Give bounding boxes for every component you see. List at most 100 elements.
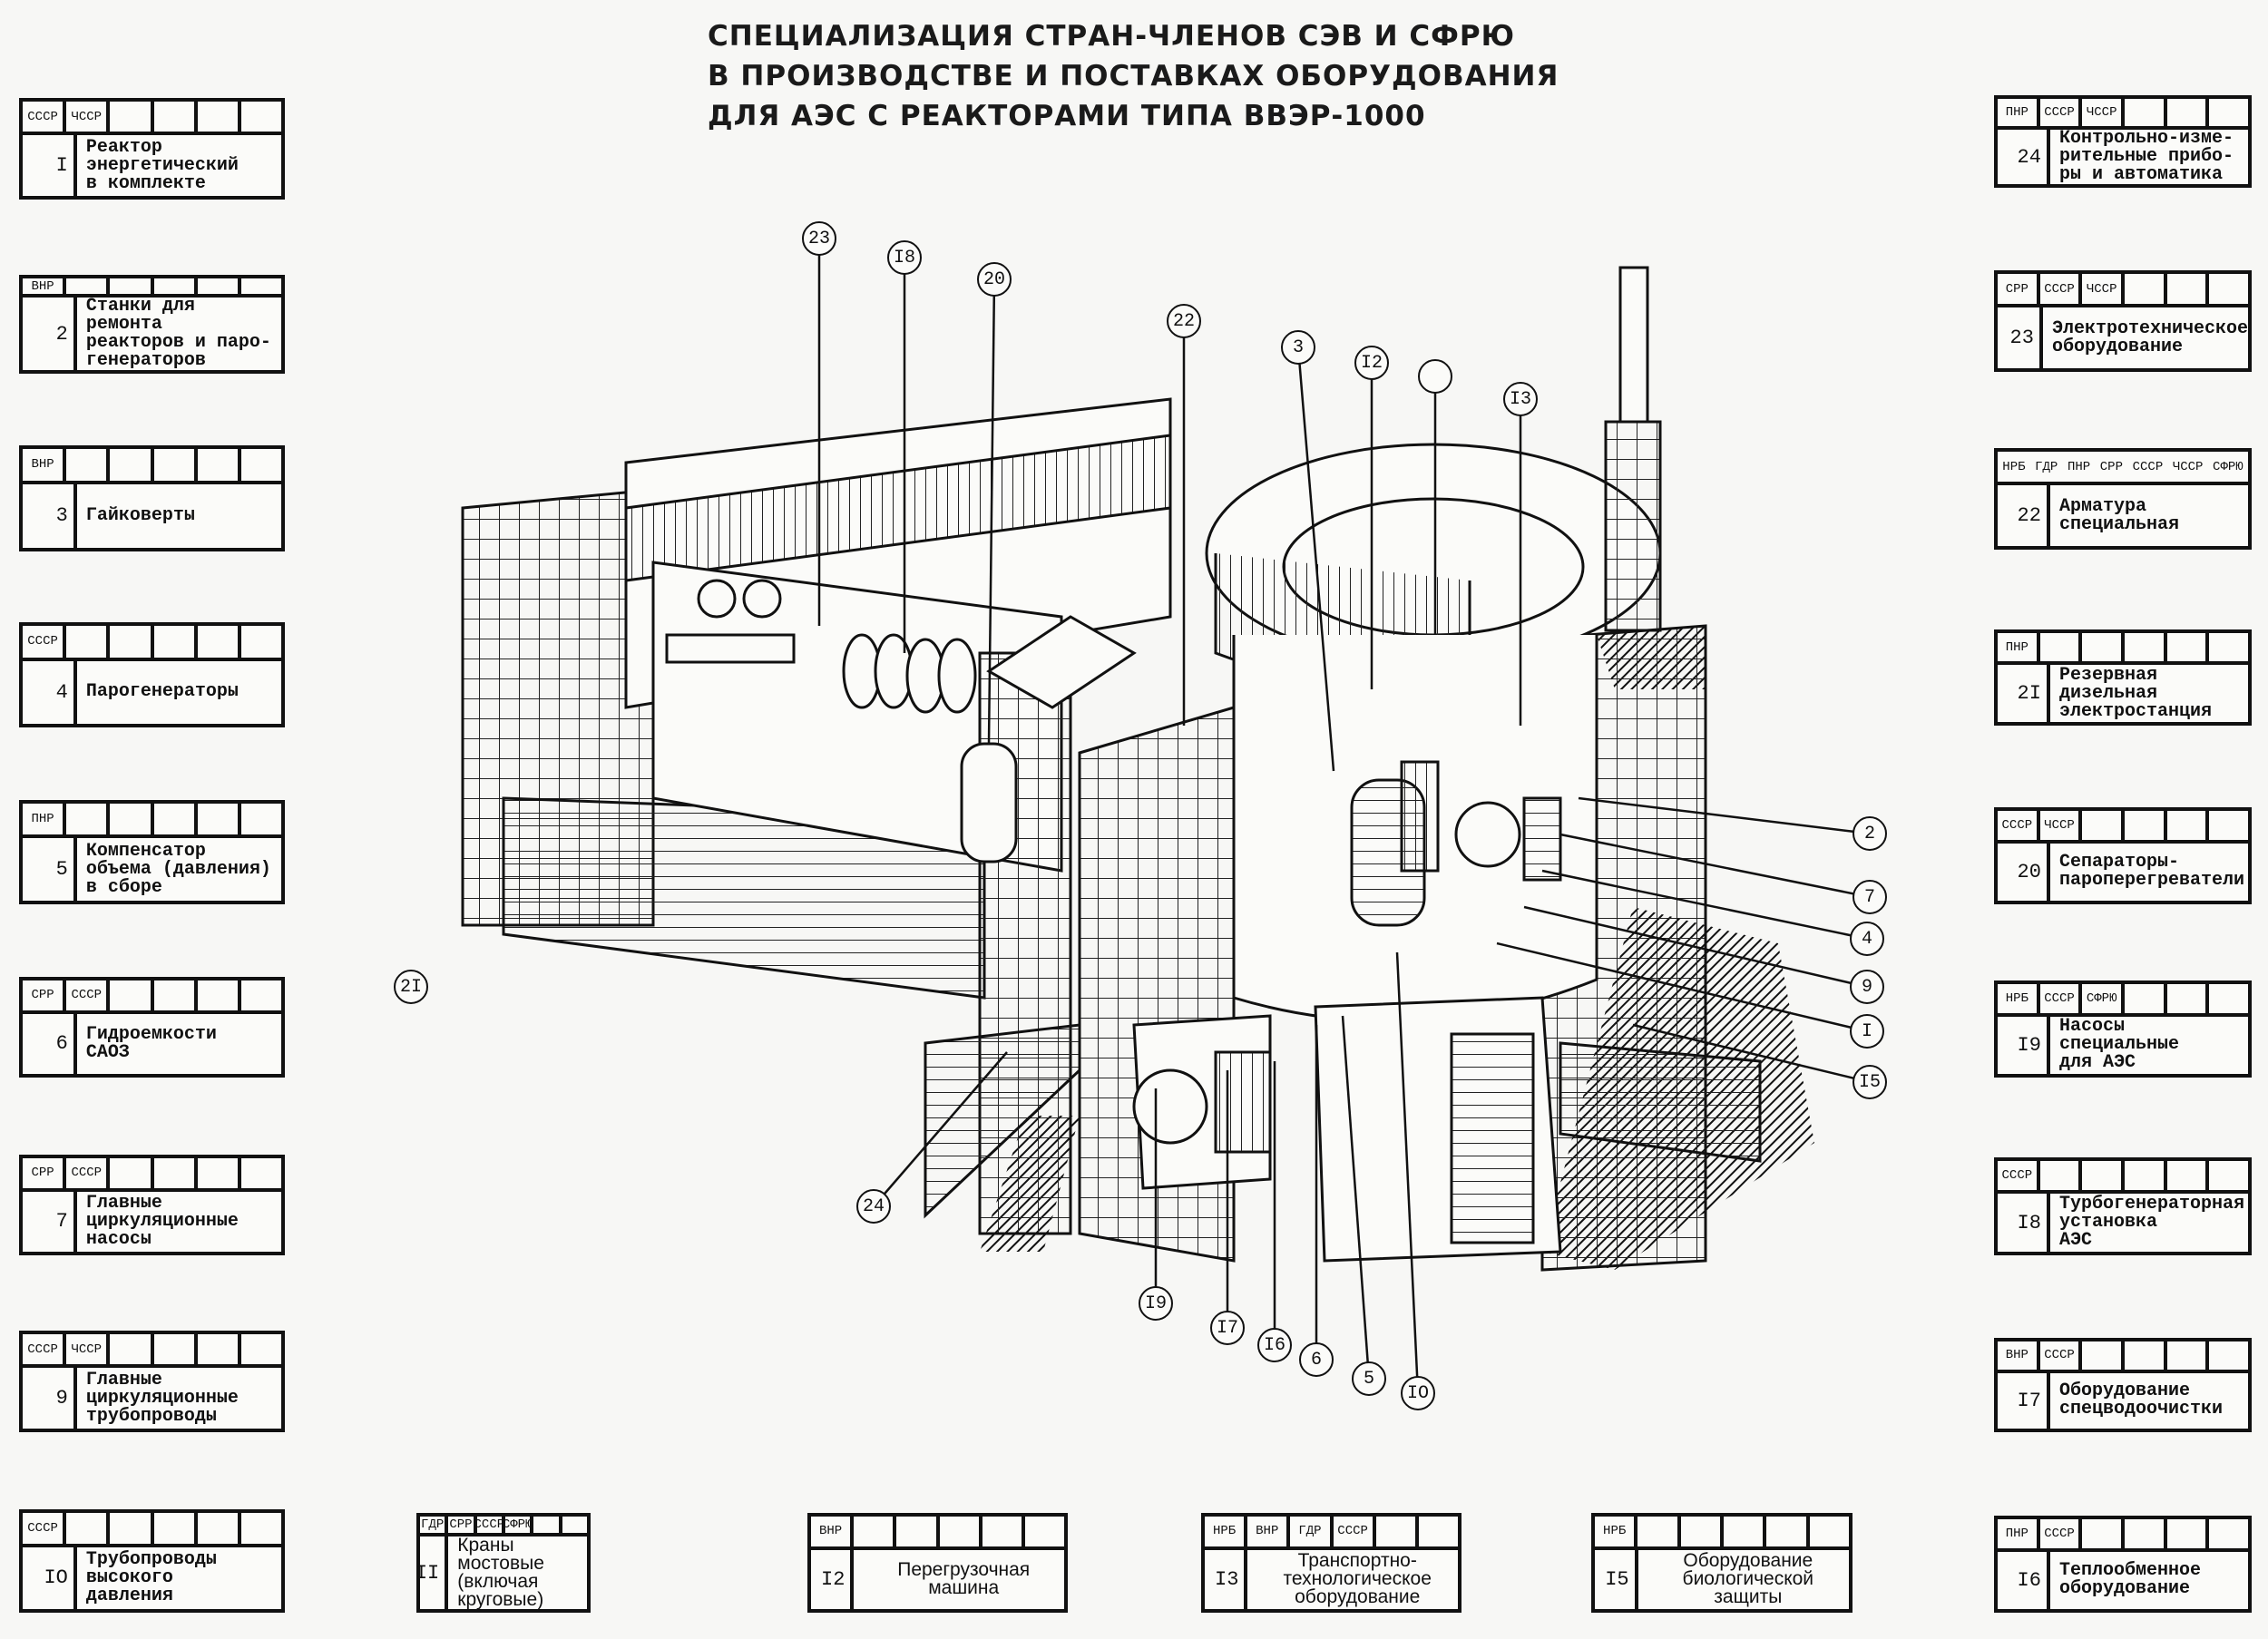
supplier-country-cell — [241, 278, 281, 294]
equipment-number: 20 — [1998, 843, 2050, 901]
description-line: Теплообменное — [2058, 1560, 2201, 1582]
description-line: Главные — [85, 1369, 162, 1390]
supplier-country-cell — [2125, 1519, 2167, 1548]
supplier-countries-row: НРБ — [1595, 1517, 1849, 1550]
leader-line — [1523, 905, 1868, 989]
supplier-country-cell: СССР — [2132, 459, 2164, 474]
supplier-country-cell: СССР — [1998, 1161, 2040, 1190]
callout-leader-lines — [817, 239, 1871, 1394]
supplier-countries-row: СССР — [23, 1513, 281, 1547]
supplier-country-cell — [2167, 984, 2210, 1013]
equipment-number: 6 — [23, 1013, 77, 1074]
leader-line — [1496, 941, 1868, 1033]
equipment-description: Сепараторы-пароперегреватели — [2050, 844, 2248, 901]
supplier-country-cell — [154, 626, 198, 658]
supplier-country-cell — [198, 1513, 241, 1544]
supplier-country-cell: ЧССР — [2040, 811, 2083, 840]
supplier-country-cell — [2209, 1161, 2248, 1190]
supplier-country-cell: ПНР — [1998, 99, 2040, 126]
callout-marker: 6 — [1299, 1342, 1334, 1377]
supplier-country-cell — [2167, 274, 2210, 305]
supplier-country-cell: СССР — [2040, 274, 2083, 305]
description-line: реакторов и паро- — [85, 332, 271, 353]
supplier-country-cell — [2167, 99, 2210, 126]
supplier-country-cell — [198, 449, 241, 481]
description-line: Перегрузочная — [897, 1559, 1031, 1581]
supplier-country-cell: ЧССР — [66, 102, 111, 132]
supplier-country-cell — [110, 1158, 154, 1188]
supplier-countries-row: ВНР — [23, 449, 281, 484]
leader-line — [987, 278, 996, 745]
supplier-country-cell — [1810, 1517, 1849, 1546]
description-line: генераторов — [85, 350, 206, 371]
leader-line — [1559, 833, 1871, 899]
description-line: Транспортно- — [1297, 1550, 1417, 1572]
supplier-country-cell — [66, 1513, 111, 1544]
supplier-country-cell — [2040, 1161, 2083, 1190]
supplier-country-cell — [198, 804, 241, 835]
description-line: насосы — [85, 1228, 152, 1250]
description-line: Станки для ремонта — [85, 296, 195, 335]
supplier-country-cell — [1637, 1517, 1681, 1546]
description-line: оборудование — [2058, 1578, 2190, 1600]
callout-marker: I7 — [1210, 1311, 1245, 1345]
equipment-number: I3 — [1205, 1549, 1248, 1609]
supplier-country-cell: СРР — [23, 980, 67, 1010]
supplier-country-cell — [2209, 633, 2248, 661]
supplier-country-cell — [1376, 1517, 1419, 1546]
description-line: технологическое — [1283, 1568, 1432, 1590]
equipment-description: Краны мостовые(включая круговые) — [448, 1536, 587, 1609]
equipment-number: 22 — [1998, 485, 2050, 546]
supplier-country-cell — [241, 1158, 281, 1188]
supplier-country-cell — [854, 1517, 897, 1546]
supplier-country-cell: СССР — [23, 102, 67, 132]
description-line: объема (давления) — [85, 858, 271, 880]
callout-marker: 2I — [394, 970, 428, 1004]
supplier-country-cell: СРР — [23, 1158, 67, 1188]
description-line: Турбогенераторная — [2058, 1194, 2244, 1215]
supplier-country-cell — [2209, 274, 2248, 304]
supplier-country-cell — [1724, 1517, 1767, 1546]
supplier-country-cell: СССР — [23, 1513, 67, 1544]
callout-marker: 22 — [1167, 304, 1201, 338]
leader-line — [873, 1051, 1008, 1207]
supplier-country-cell — [940, 1517, 982, 1546]
supplier-country-cell: ВНР — [1998, 1341, 2040, 1370]
supplier-country-cell: НРБ — [1205, 1517, 1248, 1546]
supplier-country-cell — [1766, 1517, 1810, 1546]
supplier-country-cell — [198, 1334, 241, 1365]
description-line: пароперегреватели — [2058, 870, 2244, 892]
supplier-country-cell: ВНР — [23, 449, 67, 481]
supplier-country-cell — [241, 449, 281, 481]
supplier-country-cell — [2209, 984, 2248, 1013]
leader-line — [1541, 869, 1868, 941]
equipment-number: II — [415, 1537, 449, 1609]
supplier-country-cell — [241, 804, 281, 834]
description-line: Главные — [85, 1192, 162, 1214]
supplier-country-cell — [154, 1513, 198, 1544]
description-line: Оборудование — [1683, 1550, 1813, 1572]
equipment-number: 3 — [23, 483, 77, 548]
supplier-country-cell — [241, 626, 281, 658]
supplier-country-cell — [2167, 633, 2210, 662]
description-line: для АЭС — [2058, 1052, 2136, 1074]
